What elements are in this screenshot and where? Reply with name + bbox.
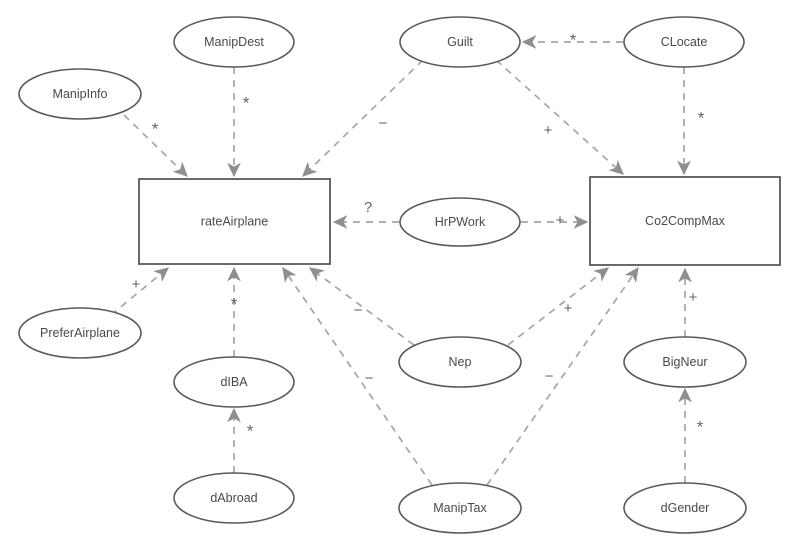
node-label-diba: dIBA: [220, 375, 248, 389]
node-label-preferairplane: PreferAirplane: [40, 326, 120, 340]
edge-guilt-to-rateairplane: [302, 59, 424, 177]
node-label-rateairplane: rateAirplane: [201, 214, 268, 228]
node-label-bigneur: BigNeur: [662, 355, 707, 369]
edge-label-maniptax-to-co2compmax: −: [545, 368, 554, 385]
node-label-manipinfo: ManipInfo: [53, 87, 108, 101]
node-nep[interactable]: Nep: [398, 336, 522, 388]
node-dgender[interactable]: dGender: [623, 482, 747, 534]
edge-label-manipdest-to-rateairplane: *: [243, 93, 250, 112]
edge-labels-layer: * * − * + *? + + * * − + − − + *: [132, 30, 705, 440]
edge-label-nep-to-rateairplane: −: [354, 302, 363, 319]
edge-nep-to-co2compmax: [507, 267, 610, 346]
edge-maniptax-to-co2compmax: [486, 266, 639, 486]
node-co2compmax[interactable]: Co2CompMax: [589, 176, 781, 266]
node-manipdest[interactable]: ManipDest: [173, 16, 295, 68]
node-label-co2compmax: Co2CompMax: [645, 214, 726, 228]
edge-label-guilt-to-co2compmax: +: [544, 122, 553, 139]
edge-nep-to-rateairplane: [308, 267, 415, 346]
node-clocate[interactable]: CLocate: [623, 16, 745, 68]
node-label-nep: Nep: [449, 355, 472, 369]
edge-label-guilt-to-rateairplane: −: [379, 115, 388, 132]
edge-guilt-to-co2compmax: [495, 59, 624, 175]
node-preferairplane[interactable]: PreferAirplane: [18, 307, 142, 359]
nodes-layer: ManipInfo ManipDest Guilt CLocate rateAirpla…: [18, 16, 781, 534]
edge-label-dgender-to-bigneur: *: [697, 417, 704, 436]
node-diba[interactable]: dIBA: [173, 356, 295, 408]
edge-label-hrpwork-to-co2compmax: +: [556, 212, 565, 229]
node-label-manipdest: ManipDest: [204, 35, 264, 49]
node-manipinfo[interactable]: ManipInfo: [18, 68, 142, 120]
edge-label-dabroad-to-diba: *: [247, 421, 254, 440]
node-label-dabroad: dAbroad: [210, 491, 257, 505]
node-label-maniptax: ManipTax: [433, 501, 487, 515]
edge-label-preferairplane-to-rateairplane: +: [132, 276, 141, 293]
edge-manipinfo-to-rateairplane: [123, 114, 188, 177]
node-guilt[interactable]: Guilt: [399, 16, 521, 68]
node-bigneur[interactable]: BigNeur: [623, 336, 747, 388]
edge-label-hrpwork-to-rateairplane: ?: [364, 199, 372, 216]
edge-label-clocate-to-co2compmax: *: [698, 108, 705, 127]
edge-label-diba-to-rateairplane: *: [231, 294, 238, 313]
edge-label-maniptax-to-rateairplane: −: [365, 370, 374, 387]
node-label-hrpwork: HrPWork: [435, 215, 486, 229]
node-rateairplane[interactable]: rateAirplane: [138, 178, 331, 265]
edge-label-manipinfo-to-rateairplane: *: [152, 119, 159, 138]
node-label-dgender: dGender: [661, 501, 710, 515]
edge-maniptax-to-rateairplane: [282, 266, 433, 486]
node-hrpwork[interactable]: HrPWork: [399, 197, 521, 247]
edges-layer: [110, 35, 692, 486]
edge-label-nep-to-co2compmax: +: [564, 300, 573, 317]
node-label-guilt: Guilt: [447, 35, 473, 49]
node-dabroad[interactable]: dAbroad: [173, 472, 295, 524]
edge-label-bigneur-to-co2compmax: +: [689, 289, 698, 306]
node-maniptax[interactable]: ManipTax: [398, 482, 522, 534]
node-label-clocate: CLocate: [661, 35, 708, 49]
edge-label-clocate-to-guilt: *: [570, 30, 577, 49]
